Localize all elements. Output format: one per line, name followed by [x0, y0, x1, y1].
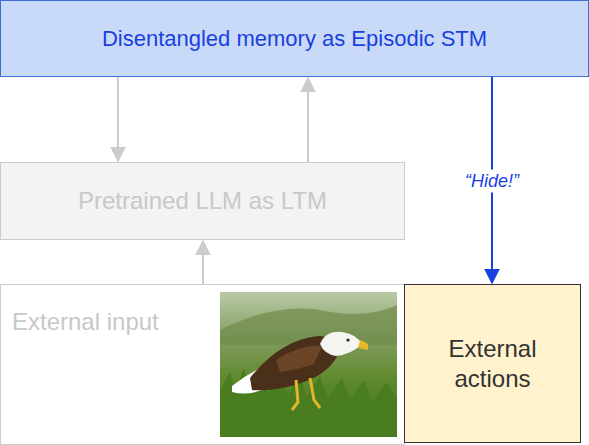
input-box: External input	[0, 284, 405, 445]
arrow-connector	[117, 77, 119, 161]
node-text: Disentangled memory as Episodic STM	[102, 25, 487, 53]
actions-box: External actions	[404, 284, 581, 443]
eagle-photo	[220, 292, 397, 437]
node-text: External input	[12, 307, 159, 337]
node-text: Pretrained LLM as LTM	[78, 186, 327, 216]
arrow-connector	[202, 241, 204, 284]
ltm-box: Pretrained LLM as LTM	[0, 162, 405, 240]
arrow-connector	[307, 78, 309, 162]
node-text: External actions	[415, 334, 570, 394]
edge-label: “Hide!”	[462, 170, 522, 193]
stm-box: Disentangled memory as Episodic STM	[0, 0, 589, 77]
